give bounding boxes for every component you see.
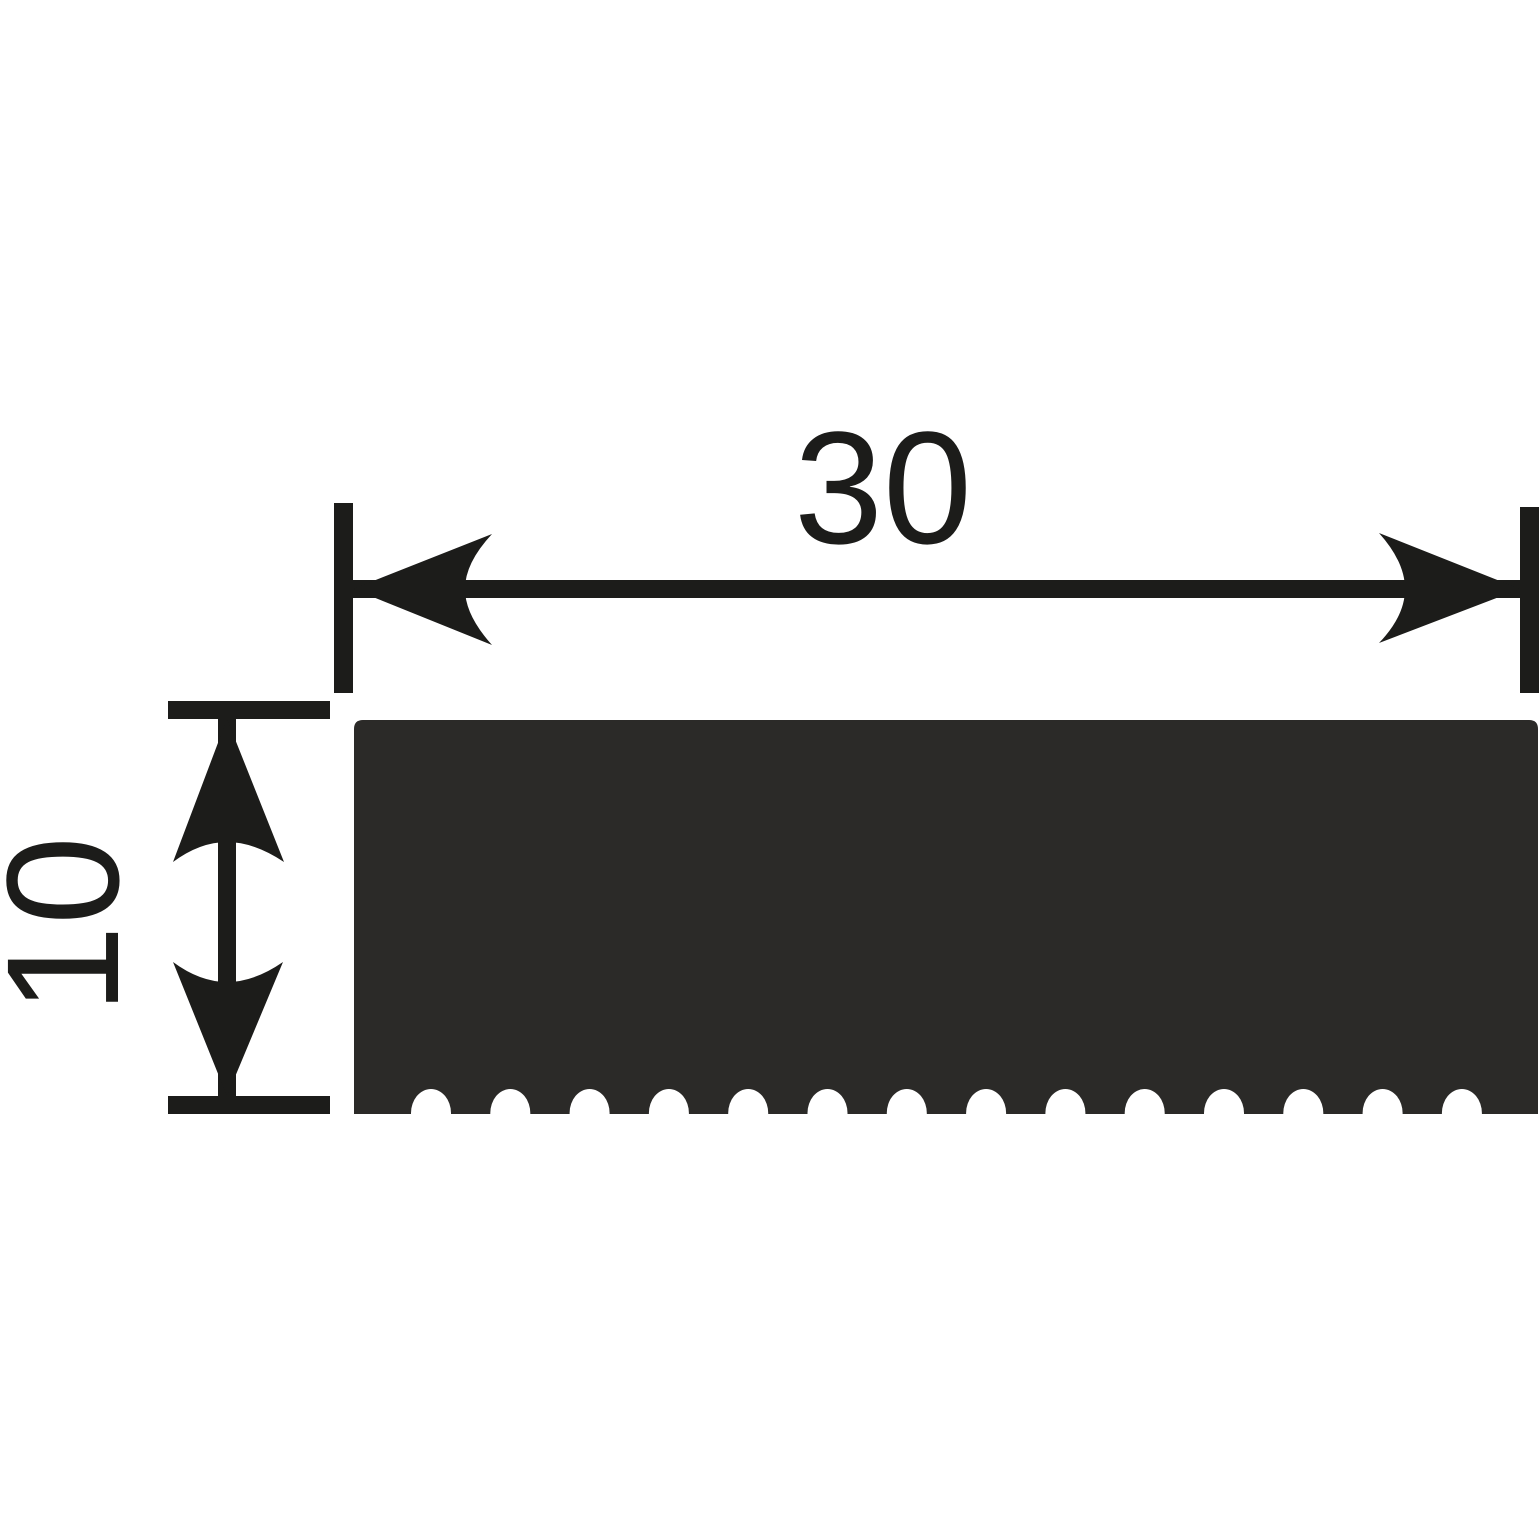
height-extension-line-top — [168, 701, 330, 719]
profile-body — [354, 720, 1538, 1114]
width-extension-line-left — [334, 503, 353, 693]
width-arrowhead-right — [1379, 533, 1520, 643]
height-label: 10 — [0, 836, 152, 1014]
height-arrowhead-bottom — [173, 962, 283, 1096]
perforation-notch — [411, 1089, 451, 1115]
width-dimension-line — [353, 580, 1520, 598]
perforation-notch — [1362, 1089, 1403, 1115]
perforation-notch — [1441, 1089, 1482, 1115]
perforation-notch — [886, 1089, 927, 1115]
perforation-notch — [1204, 1089, 1244, 1115]
perforation-notch — [1283, 1089, 1324, 1115]
width-dimension: 30 — [334, 398, 1539, 693]
perforation-notch — [1124, 1089, 1165, 1115]
perforation-notch — [807, 1089, 848, 1115]
perforation-notch — [569, 1089, 610, 1115]
profile-cross-section — [354, 720, 1538, 1115]
perforation-notch — [648, 1089, 689, 1115]
width-label: 30 — [794, 398, 972, 577]
perforation-notch — [966, 1089, 1007, 1115]
height-arrowhead-top — [173, 719, 284, 862]
perforation-notch — [490, 1089, 531, 1115]
width-extension-line-right — [1520, 507, 1539, 693]
perforation-notch — [1045, 1089, 1086, 1115]
width-arrowhead-left — [353, 534, 492, 645]
height-extension-line-bottom — [168, 1096, 330, 1114]
perforation-notch — [728, 1089, 769, 1115]
height-dimension: 10 — [0, 701, 330, 1114]
perforation-row — [411, 1089, 1482, 1115]
